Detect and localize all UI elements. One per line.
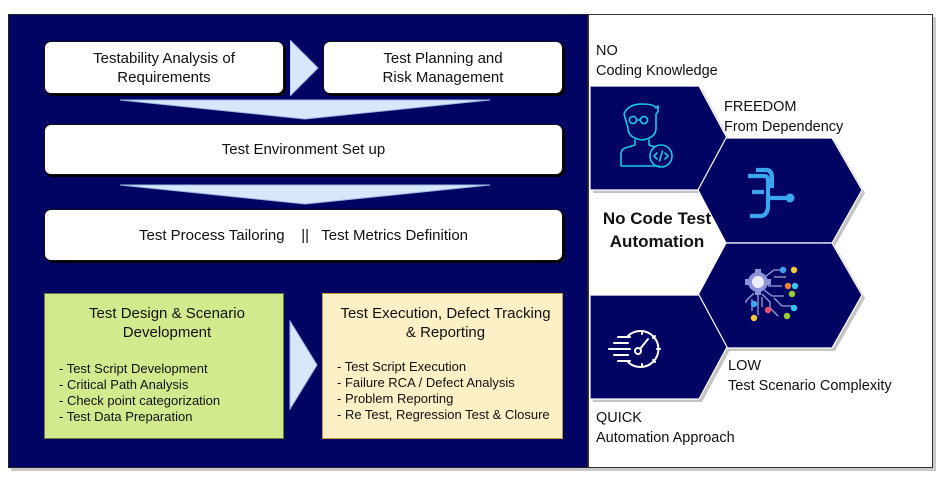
developer-code-icon <box>620 103 673 168</box>
execution-phase-box: Test Execution, Defect Tracking & Report… <box>322 293 563 439</box>
tailoring-label: Test Process Tailoring || Test Metrics D… <box>138 226 469 244</box>
design-phase-box: Test Design & Scenario Development - Tes… <box>44 293 284 439</box>
benefit-text: Coding Knowledge <box>596 63 718 79</box>
design-item: - Test Script Development <box>59 361 208 376</box>
benefit-quick: QUICK Automation Approach <box>596 408 735 448</box>
benefit-heading: LOW <box>728 358 762 374</box>
execution-item: - Failure RCA / Defect Analysis <box>337 375 515 390</box>
environment-setup-box: Test Environment Set up <box>44 124 563 175</box>
down-arrow-2 <box>119 184 491 205</box>
benefit-freedom: FREEDOM From Dependency <box>724 97 843 137</box>
benefit-text: From Dependency <box>724 119 844 135</box>
tailoring-metrics-box: Test Process Tailoring || Test Metrics D… <box>44 209 563 261</box>
testability-label: Testability Analysis of Requirements <box>93 49 235 86</box>
planning-label: Test Planning and Risk Management <box>382 49 504 86</box>
benefit-heading: FREEDOM <box>724 99 797 115</box>
benefit-heading: NO <box>596 43 618 59</box>
design-item: - Test Data Preparation <box>59 409 193 424</box>
speed-stopwatch-icon <box>608 330 661 368</box>
right-arrow-row1 <box>290 40 319 96</box>
benefit-no-coding: NO Coding Knowledge <box>596 41 718 81</box>
benefit-text: Test Scenario Complexity <box>728 378 892 394</box>
execution-item: - Re Test, Regression Test & Closure <box>337 407 550 422</box>
right-arrow-phases <box>289 320 318 410</box>
benefit-low-complexity: LOW Test Scenario Complexity <box>728 356 892 396</box>
benefit-heading: QUICK <box>596 410 642 426</box>
design-item: - Critical Path Analysis <box>59 377 189 392</box>
environment-label: Test Environment Set up <box>221 141 386 158</box>
execution-item: - Test Script Execution <box>337 359 467 374</box>
hexagon-cluster <box>589 85 865 402</box>
branch-connector-icon <box>748 167 795 219</box>
design-item: - Check point categorization <box>59 393 221 408</box>
execution-item: - Problem Reporting <box>337 391 454 406</box>
design-phase-title: Test Design & Scenario Development <box>89 305 245 341</box>
benefit-text: Automation Approach <box>596 430 735 446</box>
testability-analysis-box: Testability Analysis of Requirements <box>44 41 284 94</box>
down-arrow-1 <box>119 99 491 120</box>
test-planning-box: Test Planning and Risk Management <box>323 41 563 94</box>
no-code-center-title: No Code Test Automation <box>602 209 712 251</box>
execution-phase-title: Test Execution, Defect Tracking & Report… <box>340 305 551 341</box>
ai-circuit-gear-icon <box>745 266 799 322</box>
